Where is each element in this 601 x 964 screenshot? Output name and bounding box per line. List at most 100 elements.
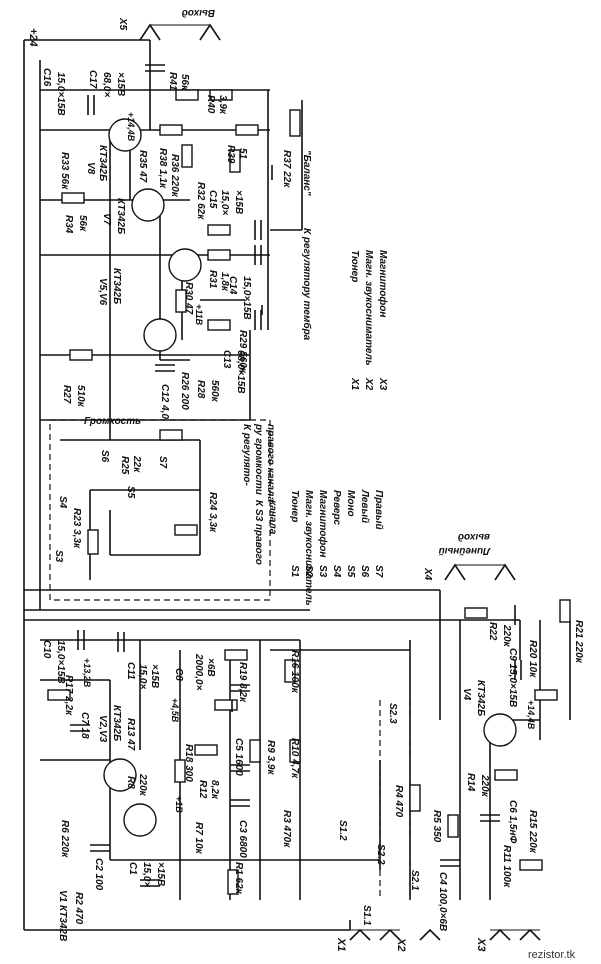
label-v5v6: V5,V6: [97, 278, 108, 306]
label-c17: C17: [87, 70, 98, 89]
label-r41-val: 56к: [179, 74, 190, 91]
wiring: [23, 39, 571, 931]
rail-label: +24: [27, 28, 39, 47]
label-r14: R14: [465, 773, 476, 792]
label-v2v3-type: КТ342Б: [111, 705, 122, 741]
label-c6: C6 1,5нФ: [507, 800, 518, 844]
label-r41: R41: [167, 72, 178, 91]
legend-s2-code: S2: [303, 565, 314, 578]
legend-s5-code: S5: [345, 565, 356, 578]
legend-s4-label: Реверс: [331, 490, 342, 526]
label-c13-val: 68,0×15В: [235, 350, 246, 394]
label-c16a: C16: [41, 68, 52, 87]
label-v5v6-type: КТ342Б: [111, 268, 122, 304]
label-r12-val: 8,2к: [209, 780, 220, 800]
label-c8-val: 2000,0×: [193, 653, 204, 691]
voltage-13-2: +13,2В: [82, 658, 92, 688]
label-r15: R15 220к: [527, 810, 538, 854]
legend-s7-code: S7: [373, 565, 384, 578]
label-to-vol-right-1: К регулято-: [241, 424, 252, 486]
label-r37: R37 22к: [281, 150, 292, 188]
label-c17-val2: ×15В: [115, 72, 126, 96]
legend-s6-code: S6: [359, 565, 370, 578]
label-c15: C15: [207, 190, 218, 209]
label-to-tone: К регулятору тембра: [301, 228, 313, 341]
label-r6: R6 220к: [59, 820, 70, 858]
label-c7: C7 18: [79, 712, 90, 739]
label-r17: R17 2,2к: [63, 675, 74, 716]
label-r31-val: 1,8к: [219, 272, 230, 292]
label-r10: R10 4,7к: [289, 738, 300, 779]
voltage-1: +1В: [174, 796, 184, 813]
label-c11-val2: ×15В: [149, 664, 160, 688]
label-to-s3-right-2: канала: [267, 500, 278, 535]
label-r25: R25: [119, 456, 130, 475]
voltage-top: +14,4В: [126, 112, 136, 142]
legend-s3-code: S3: [317, 565, 328, 578]
label-c1: C1: [127, 862, 138, 875]
legend-x2-code: X2: [363, 377, 374, 391]
legend-x3-label: Магнитофон: [377, 250, 389, 317]
connector-x4: X4: [422, 567, 433, 581]
label-to-s3-right-1: К S3 правого: [253, 500, 264, 565]
label-r35: R35 47: [137, 150, 148, 183]
label-r33: R33 56к: [59, 152, 70, 190]
label-r1: R1 62к: [233, 862, 244, 895]
resistors: [47, 89, 571, 895]
label-r18: R18 300: [183, 744, 194, 782]
label-r4: R4 470: [393, 785, 404, 818]
label-r32: R32 62к: [195, 182, 206, 220]
label-r8-val: 220к: [137, 773, 148, 797]
label-v2v3: V2,V3: [97, 715, 108, 743]
label-c8-val2: ×6В: [205, 658, 216, 677]
connector-jacks: [139, 23, 541, 941]
label-c12: C12 4,0: [159, 384, 170, 419]
label-v7-type: КТ342Б: [115, 198, 126, 234]
label-c10-val: 15,0×15В: [55, 640, 66, 684]
label-r39-val: 51: [237, 148, 248, 160]
label-r27: R27: [61, 385, 72, 404]
label-r34: R34: [63, 215, 74, 234]
label-s1-1: S1.1: [361, 905, 372, 926]
label-to-vol-right-3: правого канала: [265, 424, 276, 502]
label-s2-3: S2.3: [387, 703, 398, 724]
label-r16: R16 100к: [289, 650, 300, 694]
transistors: [103, 118, 517, 837]
label-r38: R38 1,1к: [157, 148, 168, 189]
connector-x4-port-a: Линейный: [439, 545, 491, 556]
voltage-14-4-right: +14,4В: [526, 700, 536, 730]
label-s1-2: S1.2: [337, 820, 348, 841]
label-r14-val: 220к: [479, 774, 490, 798]
label-volume: Громкость: [84, 416, 141, 427]
label-c14-val: 15,0×15В: [241, 276, 252, 320]
label-r24: R24 3,3к: [207, 492, 218, 533]
legend-s4-code: S4: [331, 565, 342, 578]
label-c3: C3 6800: [237, 820, 248, 858]
label-r22-val: 220к: [501, 624, 512, 648]
label-c4: C4 100,0×6В: [437, 872, 448, 931]
label-r8: R8: [125, 776, 136, 789]
connector-x2: X2: [395, 937, 407, 951]
label-r21: R21 220к: [573, 620, 584, 664]
label-v8: V8: [85, 162, 96, 175]
label-c14: C14: [227, 276, 238, 295]
label-c17-val: 68,0×: [101, 72, 112, 97]
label-r40: R40: [205, 95, 216, 114]
label-s4: S4: [57, 496, 68, 509]
label-r19: R19 8,2к: [237, 662, 248, 703]
label-r28-val: 560к: [209, 380, 220, 403]
label-c16a-val: 15,0×15В: [55, 72, 66, 116]
label-r22: R22: [487, 622, 498, 641]
label-r29: R29 560к: [237, 330, 248, 374]
label-r9: R9 3,9к: [265, 740, 276, 775]
label-r36: R36 220к: [169, 154, 180, 198]
connector-x5-port: Выход: [182, 7, 215, 18]
label-r34-val: 56к: [77, 215, 88, 232]
connector-x5: X5: [117, 17, 128, 31]
connector-x3: X3: [475, 937, 487, 951]
ground-symbols: [231, 305, 571, 720]
connector-x1: X1: [335, 937, 347, 951]
voltage-11: +11В: [194, 304, 204, 326]
label-balance: "Баланс": [301, 150, 312, 196]
label-c15-val2: ×15В: [233, 190, 244, 214]
